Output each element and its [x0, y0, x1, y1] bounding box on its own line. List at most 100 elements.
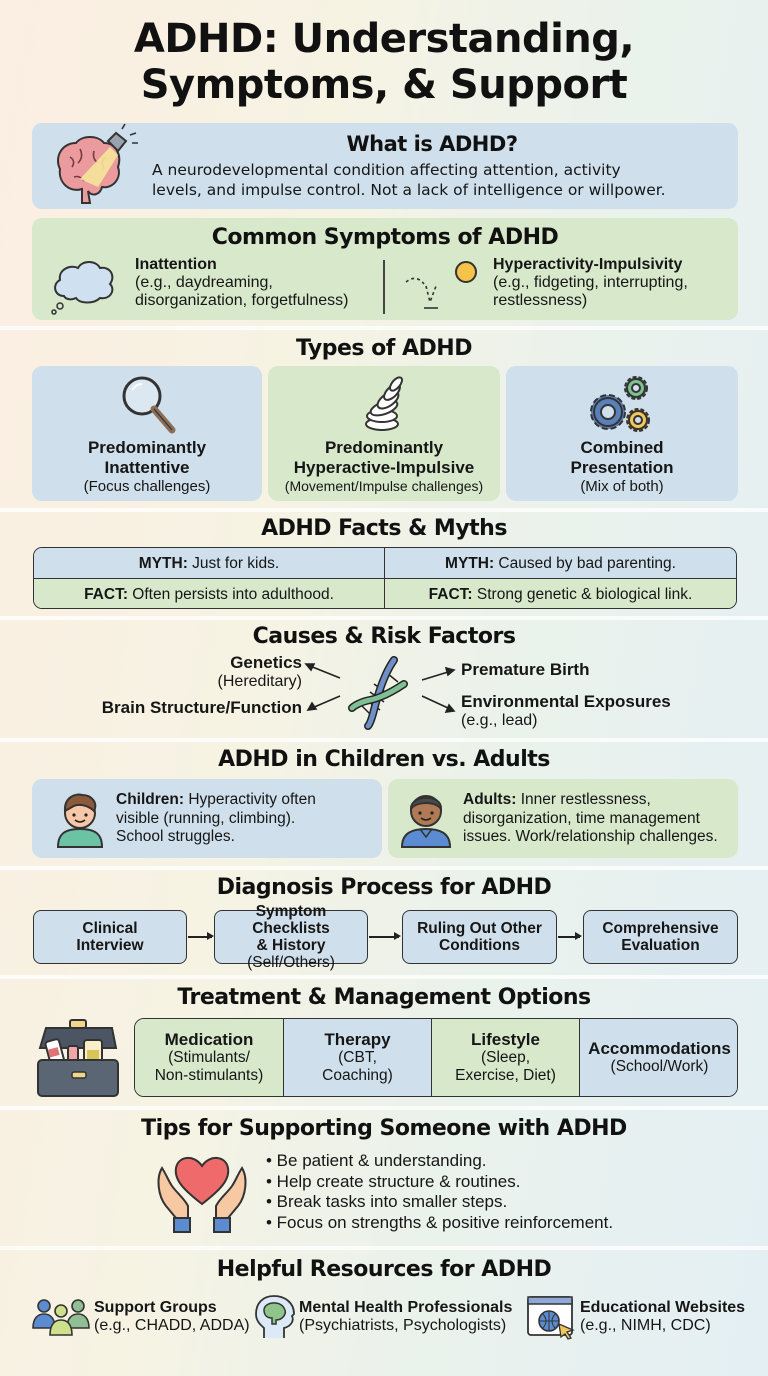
fact-text: Strong genetic & biological link.: [472, 586, 693, 603]
option-line: (Stimulants/: [168, 1048, 250, 1066]
causes-heading: Causes & Risk Factors: [252, 624, 516, 649]
facts-myths-heading: ADHD Facts & Myths: [261, 516, 507, 541]
option-line: (School/Work): [610, 1057, 709, 1075]
gears-icon: [590, 376, 650, 432]
symptom-hyperactivity: Hyperactivity-Impulsivity (e.g., fidgeti…: [493, 256, 688, 310]
fact-label: FACT:: [428, 586, 473, 603]
tips-heading: Tips for Supporting Someone with ADHD: [141, 1116, 627, 1141]
tip-item: • Help create structure & routines.: [266, 1171, 521, 1191]
option-line: (CBT,: [338, 1048, 377, 1066]
what-is-adhd-panel: What is ADHD? A neurodevelopmental condi…: [32, 123, 738, 209]
title-line-1: ADHD: Understanding,: [133, 16, 635, 62]
cause-sub: (e.g., lead): [461, 712, 538, 729]
resource-title: Educational Websites: [580, 1299, 746, 1316]
what-is-adhd-heading: What is ADHD?: [346, 132, 518, 156]
type-label: Predominantly Inattentive (Focus challen…: [32, 438, 262, 497]
type-label: Predominantly Hyperactive-Impulsive (Mov…: [268, 438, 500, 497]
cause-title: Genetics: [230, 653, 302, 672]
diagnosis-step-4: Comprehensive Evaluation: [583, 910, 738, 964]
page-title: ADHD: Understanding, Symptoms, & Support: [0, 16, 768, 108]
step-line: Evaluation: [621, 937, 700, 954]
types-heading: Types of ADHD: [296, 336, 472, 361]
adults-label: Adults:: [463, 791, 517, 808]
children-card: Children: Hyperactivity often visible (r…: [32, 779, 382, 858]
myth-label: MYTH:: [445, 555, 495, 572]
type-title: Hyperactive-Impulsive: [293, 457, 475, 477]
treatment-heading: Treatment & Management Options: [177, 985, 591, 1010]
option-line: Non-stimulants): [154, 1066, 264, 1084]
symptom-desc: restlessness): [493, 292, 588, 309]
magnifying-glass-icon: [122, 376, 176, 434]
symptom-desc: (e.g., fidgeting, interrupting,: [493, 274, 688, 291]
symptoms-heading: Common Symptoms of ADHD: [211, 225, 559, 250]
tip-item: • Be patient & understanding.: [266, 1151, 487, 1170]
what-is-adhd-body: A neurodevelopmental condition affecting…: [152, 160, 732, 200]
resource-support-groups: Support Groups (e.g., CHADD, ADDA): [94, 1299, 250, 1335]
treatment-lifestyle: Lifestyle (Sleep, Exercise, Diet): [432, 1019, 580, 1096]
cause-genetics: Genetics (Hereditary): [218, 653, 302, 691]
section-divider: [0, 326, 768, 330]
section-divider: [0, 975, 768, 979]
type-card-hyperactive: Predominantly Hyperactive-Impulsive (Mov…: [268, 366, 500, 501]
flow-arrow: [369, 932, 401, 940]
section-divider: [0, 1106, 768, 1110]
children-line: School struggles.: [116, 828, 235, 845]
resource-title: Support Groups: [94, 1299, 217, 1316]
symptom-desc: (e.g., daydreaming,: [135, 274, 273, 291]
fact-text: Often persists into adulthood.: [127, 586, 334, 603]
body-line-1: A neurodevelopmental condition affecting…: [152, 161, 621, 179]
head-brain-icon: [255, 1295, 295, 1338]
type-sub: (Movement/Impulse challenges): [284, 478, 484, 494]
step-line: Ruling Out Other: [417, 920, 542, 937]
myth-cell: MYTH: Caused by bad parenting.: [385, 548, 736, 579]
step-line: Interview: [76, 937, 144, 954]
thought-cloud-icon: [51, 261, 114, 315]
arrows: [304, 663, 456, 713]
resource-title: Mental Health Professionals: [299, 1299, 513, 1316]
cause-title: Environmental Exposures: [461, 692, 671, 711]
step-line: Comprehensive: [602, 920, 719, 937]
symptom-desc: disorganization, forgetfulness): [135, 292, 349, 309]
adults-line: issues. Work/relationship challenges.: [463, 828, 718, 845]
option-line: Exercise, Diet): [455, 1066, 556, 1084]
type-title: Combined: [580, 438, 664, 457]
body-line-2: levels, and impulse control. Not a lack …: [152, 181, 666, 199]
step-line: Clinical: [82, 920, 138, 937]
option-line: (Sleep,: [480, 1048, 531, 1066]
type-title: Inattentive: [104, 457, 190, 477]
symptoms-divider: [383, 260, 385, 314]
section-divider: [0, 738, 768, 742]
fact-label: FACT:: [84, 586, 128, 603]
option-line: Coaching): [322, 1066, 393, 1084]
type-title: Predominantly: [87, 438, 207, 457]
medicine-kit-icon: [37, 1019, 119, 1097]
treatment-options-table: Medication (Stimulants/ Non-stimulants) …: [134, 1018, 738, 1097]
bouncing-ball-icon: [405, 261, 477, 309]
resource-sub: (e.g., CHADD, ADDA): [94, 1317, 250, 1334]
type-label: Combined Presentation (Mix of both): [506, 438, 738, 497]
type-title: Predominantly: [324, 438, 444, 457]
cause-brain: Brain Structure/Function: [101, 698, 302, 717]
resource-mental-health: Mental Health Professionals (Psychiatris…: [299, 1299, 512, 1335]
cause-sub: (Hereditary): [217, 673, 302, 690]
flow-arrow: [558, 932, 582, 940]
flow-arrow: [188, 932, 214, 940]
adults-text: Adults: Inner restlessness, disorganizat…: [463, 791, 718, 847]
title-line-2: Symptoms, & Support: [140, 62, 628, 108]
symptoms-panel: Common Symptoms of ADHD Inattention (e.g…: [32, 218, 738, 320]
people-group-icon: [32, 1299, 90, 1336]
tips-list: • Be patient & understanding. • Help cre…: [266, 1151, 613, 1233]
cause-environmental: Environmental Exposures (e.g., lead): [461, 692, 671, 730]
section-divider: [0, 508, 768, 512]
type-title: Presentation: [570, 457, 674, 477]
treatment-accommodations: Accommodations (School/Work): [580, 1019, 737, 1096]
child-avatar-icon: [56, 793, 104, 848]
section-divider: [0, 866, 768, 870]
diagnosis-step-3: Ruling Out Other Conditions: [402, 910, 557, 964]
treatment-medication: Medication (Stimulants/ Non-stimulants): [135, 1019, 284, 1096]
type-sub: (Focus challenges): [83, 478, 211, 495]
option-title: Medication: [164, 1029, 254, 1049]
spring-icon: [365, 376, 403, 431]
option-title: Therapy: [324, 1029, 391, 1049]
diagnosis-heading: Diagnosis Process for ADHD: [216, 875, 552, 900]
